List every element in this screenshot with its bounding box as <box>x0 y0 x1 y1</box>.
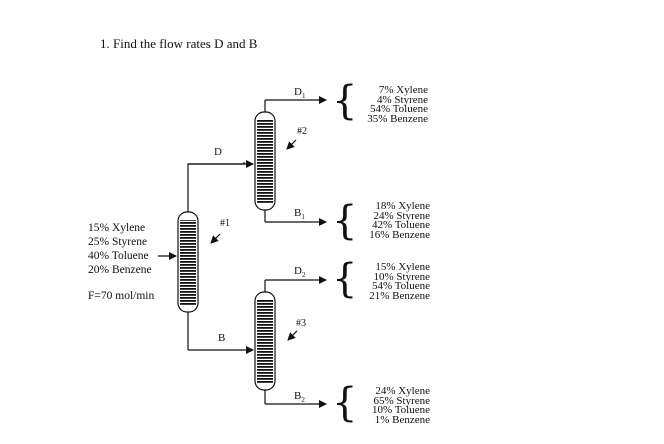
stream-d-line <box>187 162 245 212</box>
column-3-pointer <box>287 330 298 341</box>
stream-d-label: D <box>214 146 222 158</box>
composition-line: 16% Benzene <box>369 228 430 241</box>
d2-composition: 15% Xylene 10% Styrene 54% Toluene 21% B… <box>352 261 430 302</box>
column-2 <box>254 111 276 211</box>
composition-line: 35% Benzene <box>367 112 428 125</box>
b2-composition: 24% Xylene 65% Styrene 10% Toluene 1% Be… <box>352 385 430 426</box>
brace-d2: { <box>332 256 358 302</box>
stream-b-label: B <box>218 332 226 344</box>
d1-composition: 7% Xylene 4% Styrene 54% Toluene 35% Ben… <box>352 84 428 125</box>
composition-line: 21% Benzene <box>369 289 430 302</box>
column-2-pointer <box>286 139 297 150</box>
composition-line: 10% Styrene <box>373 270 430 283</box>
brace-d1: { <box>332 78 358 124</box>
brace-b1: { <box>332 198 358 244</box>
column-3-label: #3 <box>296 318 306 329</box>
composition-line: 18% Xylene <box>375 200 430 212</box>
feed-component: 20% Benzene <box>88 264 152 276</box>
composition-line: 24% Styrene <box>373 209 430 222</box>
stream-d2-label: D2 <box>294 265 306 280</box>
problem-title: 1. Find the flow rates D and B <box>100 36 258 51</box>
column-3 <box>254 291 276 391</box>
composition-line: 24% Xylene <box>375 385 430 397</box>
composition-line: 7% Xylene <box>378 84 428 96</box>
brace-b2: { <box>332 380 358 426</box>
stream-b2-label: B2 <box>294 390 305 405</box>
feed-flow-rate: F=70 mol/min <box>88 290 155 302</box>
composition-line: 4% Styrene <box>376 93 428 106</box>
composition-line: 15% Xylene <box>375 261 430 273</box>
stream-b1-label: B1 <box>294 207 305 222</box>
feed-component: 15% Xylene <box>88 222 146 234</box>
composition-line: 42% Toluene <box>372 219 430 231</box>
composition-line: 10% Toluene <box>372 404 430 416</box>
column-1-label: #1 <box>220 218 230 229</box>
composition-line: 1% Benzene <box>374 413 430 426</box>
b1-composition: 18% Xylene 24% Styrene 42% Toluene 16% B… <box>352 200 430 241</box>
column-1-pointer <box>210 233 221 244</box>
column-1 <box>177 211 199 313</box>
column-2-label: #2 <box>297 126 307 137</box>
composition-line: 65% Styrene <box>373 394 430 407</box>
composition-line: 54% Toluene <box>372 280 430 292</box>
feed-component: 40% Toluene <box>88 250 149 262</box>
composition-line: 54% Toluene <box>370 103 428 115</box>
stream-d1-label: D1 <box>294 86 306 101</box>
feed-component: 25% Styrene <box>88 236 148 248</box>
